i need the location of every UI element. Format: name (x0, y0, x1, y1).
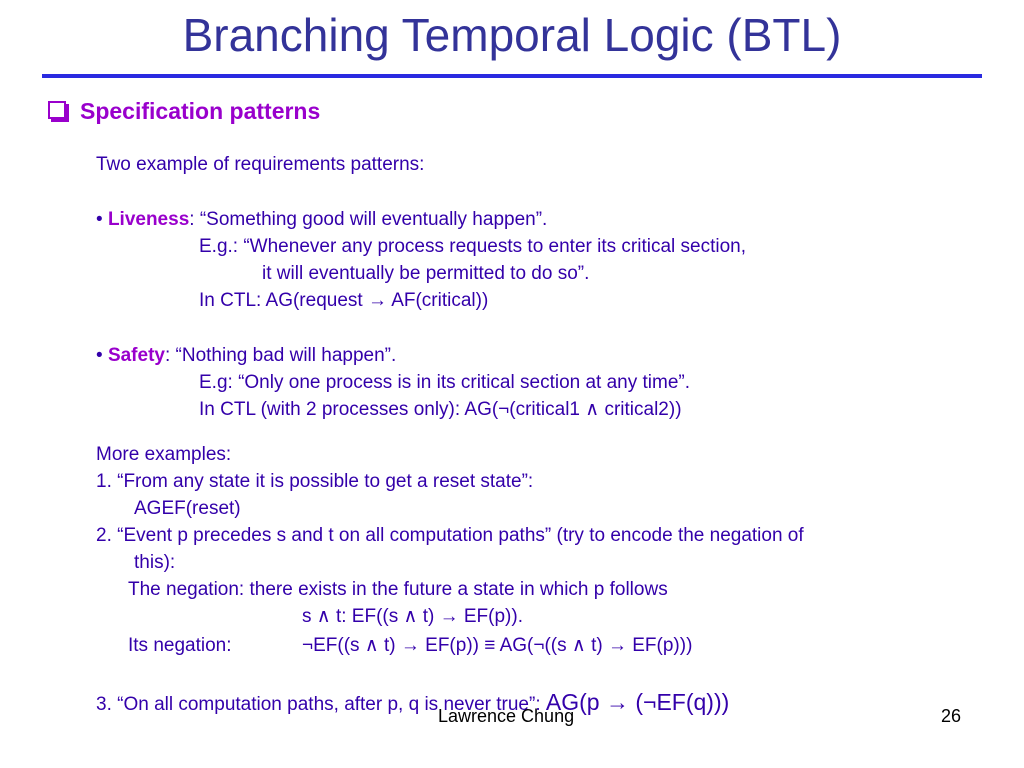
liveness-example-line2: it will eventually be permitted to do so… (262, 263, 590, 284)
example3-formula: AG(p → (¬EF(q))) (545, 689, 730, 715)
safety-bullet: • (96, 345, 103, 366)
checkbox-bullet-icon (48, 100, 66, 119)
liveness-ctl-formula: In CTL: AG(request → AF(critical)) (199, 290, 489, 311)
example3-item: 3. “On all computation paths, after p, q… (96, 689, 729, 718)
liveness-definition: : “Something good will eventually happen… (189, 209, 548, 230)
example1-formula: AGEF(reset) (134, 498, 241, 519)
slide-title: Branching Temporal Logic (BTL) (182, 9, 842, 61)
example1-text: 1. “From any state it is possible to get… (96, 471, 534, 492)
liveness-example-line1: E.g.: “Whenever any process requests to … (199, 236, 747, 257)
liveness-keyword: Liveness (107, 209, 190, 230)
example2-its-negation-formula: ¬EF((s ∧ t) → EF(p)) ≡ AG(¬((s ∧ t) → EF… (302, 635, 693, 656)
title-divider (42, 74, 982, 78)
section-heading: Specification patterns (48, 98, 320, 125)
footer-page-number: 26 (941, 706, 962, 726)
intro-text: Two example of requirements patterns: (96, 154, 425, 175)
footer-author: Lawrence Chung (438, 706, 575, 726)
example2-text-line2: this): (134, 552, 176, 573)
more-examples-heading: More examples: (96, 444, 232, 465)
example3-text: 3. “On all computation paths, after p, q… (96, 694, 546, 715)
example2-negation-line1: The negation: there exists in the future… (128, 579, 668, 600)
safety-ctl-formula: In CTL (with 2 processes only): AG(¬(cri… (199, 399, 682, 420)
example2-text-line1: 2. “Event p precedes s and t on all comp… (96, 525, 804, 546)
example2-negation-formula: s ∧ t: EF((s ∧ t) → EF(p)). (302, 606, 523, 627)
section-heading-text: Specification patterns (80, 98, 321, 124)
safety-keyword: Safety (107, 345, 165, 366)
liveness-bullet: • (96, 209, 103, 230)
safety-example: E.g: “Only one process is in its critica… (199, 372, 691, 393)
safety-definition: : “Nothing bad will happen”. (164, 345, 397, 366)
example2-its-negation-label: Its negation: (128, 635, 232, 656)
liveness-item: • Liveness: “Something good will eventua… (96, 206, 547, 233)
safety-item: • Safety: “Nothing bad will happen”. (96, 342, 396, 369)
